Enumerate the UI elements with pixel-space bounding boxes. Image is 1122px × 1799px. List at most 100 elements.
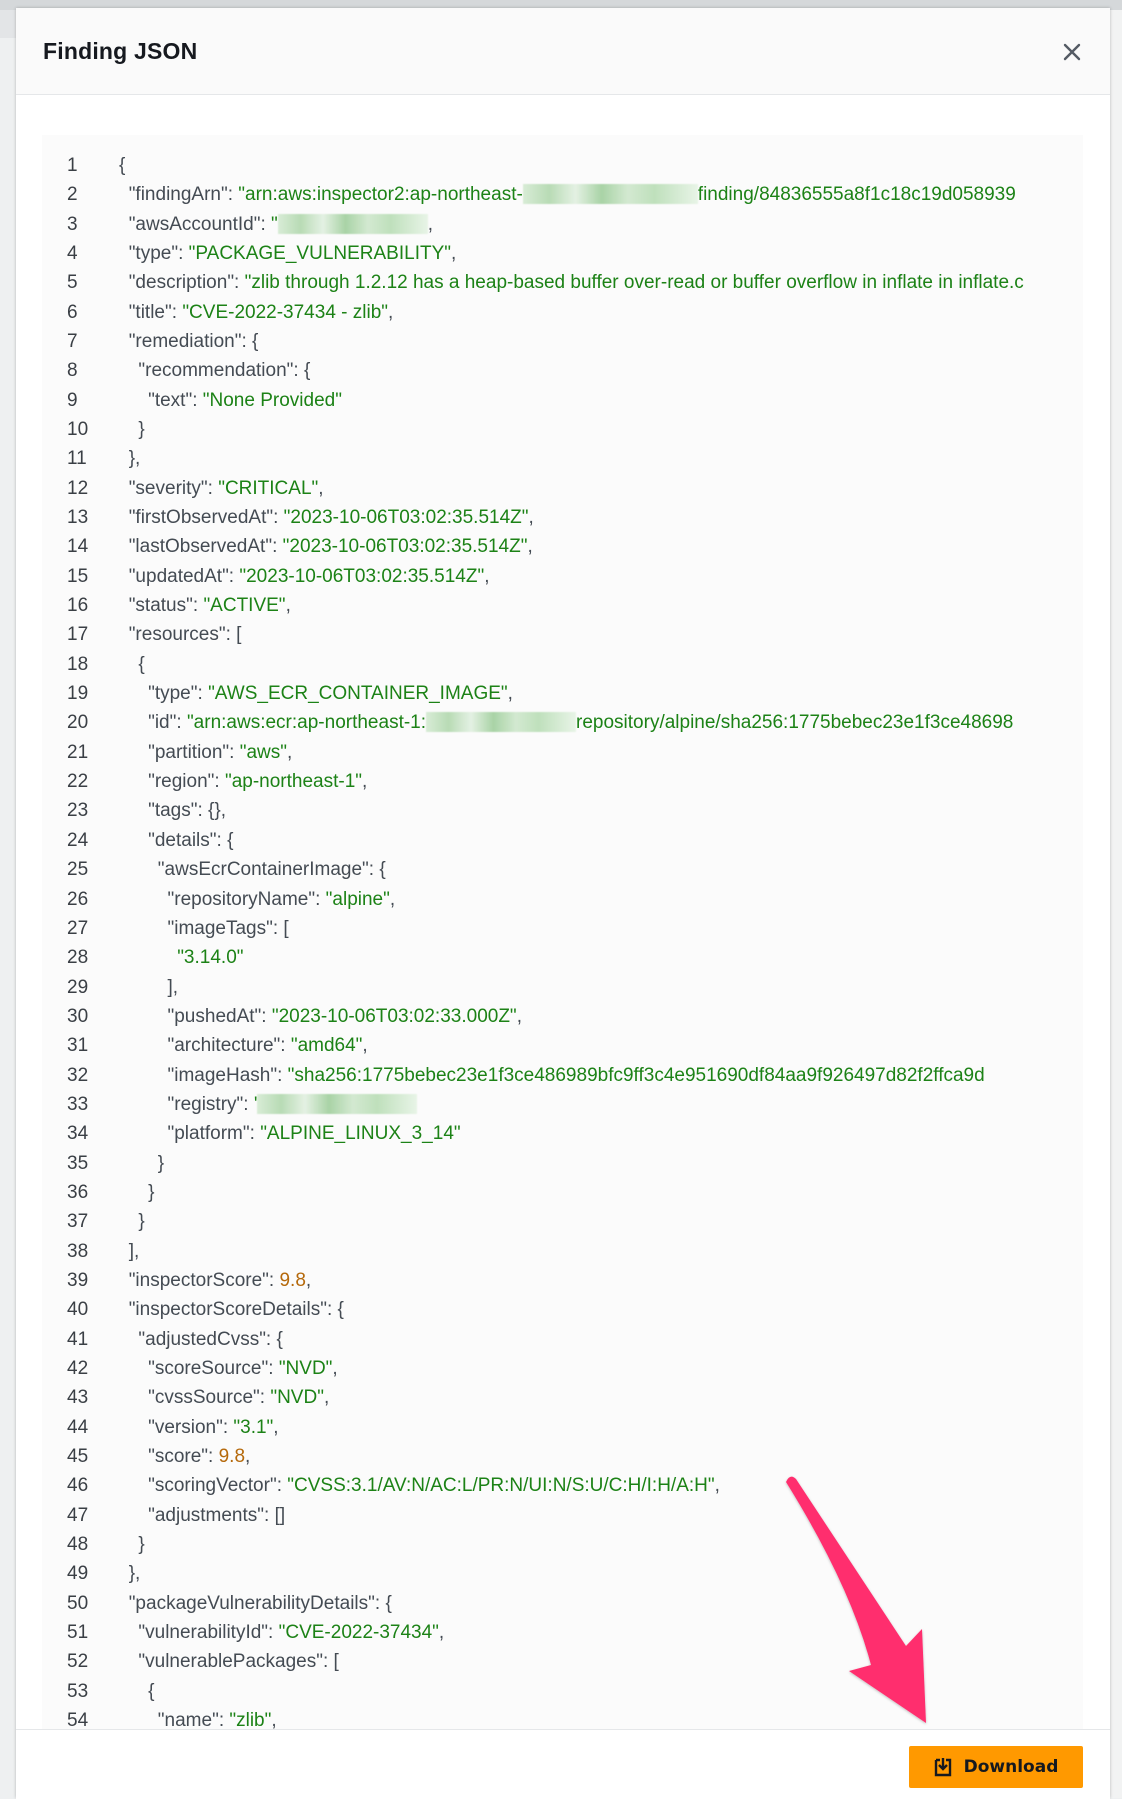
code-line: 50 "packageVulnerabilityDetails": { <box>42 1589 1083 1618</box>
json-key: "awsAccountId": <box>128 213 272 235</box>
json-key: "updatedAt": <box>128 565 240 587</box>
json-string: "amd64" <box>290 1035 363 1057</box>
code-line: 25"awsEcrContainerImage": { <box>42 855 1083 884</box>
line-number: 33 <box>67 1093 89 1115</box>
line-number: 34 <box>67 1123 89 1145</box>
code-line: 43"cvssSource": "NVD", <box>42 1383 1083 1412</box>
json-string: "sha256:1775bebec23e1f3ce486989bfc9ff3c4… <box>287 1064 985 1086</box>
code-content: "id": "arn:aws:ecr:ap-northeast-1:reposi… <box>148 708 1013 737</box>
line-number: 36 <box>67 1181 89 1203</box>
code-line: 27"imageTags": [ <box>42 914 1083 943</box>
json-key: "inspectorScore": <box>128 1269 280 1291</box>
code-line: 5"description": "zlib through 1.2.12 has… <box>42 268 1083 297</box>
code-line: 36} <box>42 1178 1083 1207</box>
code-content: "type": "PACKAGE_VULNERABILITY", <box>129 239 457 268</box>
code-line: 7"remediation": { <box>42 327 1083 356</box>
code-line: 29], <box>42 973 1083 1002</box>
code-line: 3"awsAccountId": ", <box>42 210 1083 239</box>
code-line: 42"scoreSource": "NVD", <box>42 1354 1083 1383</box>
download-button[interactable]: Download <box>909 1746 1083 1788</box>
json-string: ' <box>253 1093 258 1115</box>
line-number: 54 <box>67 1710 89 1729</box>
json-punctuation: } <box>157 1152 165 1174</box>
json-punctuation: , <box>318 477 324 499</box>
code-content: "tags": {}, <box>148 796 226 825</box>
json-key: "region": <box>148 771 225 793</box>
json-string: "ACTIVE" <box>203 595 286 617</box>
code-content: "scoreSource": "NVD", <box>148 1354 338 1383</box>
code-line: 49}, <box>42 1559 1083 1588</box>
code-content: "architecture": "amd64", <box>168 1031 368 1060</box>
code-content: "title": "CVE-2022-37434 - zlib", <box>129 298 394 327</box>
line-number: 15 <box>67 565 89 587</box>
json-key: "findingArn": <box>128 184 239 206</box>
code-content: "adjustedCvss": { <box>138 1325 282 1354</box>
line-number: 21 <box>67 741 89 763</box>
code-content: "packageVulnerabilityDetails": { <box>129 1589 392 1618</box>
json-string: "2023-10-06T03:02:35.514Z" <box>283 507 529 529</box>
code-content: "name": "zlib", <box>158 1706 277 1729</box>
code-content: } <box>138 1530 144 1559</box>
json-key: "score": <box>148 1445 219 1467</box>
json-string: "zlib through 1.2.12 has a heap-based bu… <box>244 272 1024 294</box>
code-line: 8"recommendation": { <box>42 356 1083 385</box>
line-number: 27 <box>67 917 89 939</box>
json-code-viewer[interactable]: 1{2"findingArn": "arn:aws:inspector2:ap-… <box>42 135 1083 1729</box>
code-line: 9"text": "None Provided" <box>42 386 1083 415</box>
code-line: 13"firstObservedAt": "2023-10-06T03:02:3… <box>42 503 1083 532</box>
code-content: "severity": "CRITICAL", <box>129 474 324 503</box>
json-punctuation: ], <box>167 976 179 998</box>
json-key: "text": <box>148 389 203 411</box>
json-string: "ALPINE_LINUX_3_14" <box>260 1123 461 1145</box>
code-content: "vulnerabilityId": "CVE-2022-37434", <box>138 1618 444 1647</box>
line-number: 50 <box>67 1592 89 1614</box>
json-key: "status": <box>128 595 204 617</box>
line-number: 44 <box>67 1416 89 1438</box>
code-line: 16"status": "ACTIVE", <box>42 591 1083 620</box>
line-number: 18 <box>67 653 89 675</box>
code-line: 17"resources": [ <box>42 620 1083 649</box>
line-number: 6 <box>67 301 78 323</box>
json-punctuation: , <box>285 595 291 617</box>
code-content: "details": { <box>148 826 233 855</box>
json-string: "ap-northeast-1" <box>224 771 363 793</box>
json-punctuation: } <box>148 1181 155 1203</box>
code-content: { <box>148 1677 154 1706</box>
redacted-value <box>522 184 698 205</box>
line-number: 10 <box>67 419 89 441</box>
line-number: 11 <box>67 448 87 470</box>
json-punctuation: , <box>388 301 394 323</box>
code-line: 18 { <box>42 650 1083 679</box>
code-content: { <box>138 650 144 679</box>
code-line: 53{ <box>42 1677 1083 1706</box>
json-key: "registry": <box>167 1093 254 1115</box>
code-line: 12"severity": "CRITICAL", <box>42 474 1083 503</box>
code-line: 38], <box>42 1237 1083 1266</box>
code-content: "imageHash": "sha256:1775bebec23e1f3ce48… <box>168 1061 985 1090</box>
code-content: } <box>138 415 144 444</box>
code-line: 19"type": "AWS_ECR_CONTAINER_IMAGE", <box>42 679 1083 708</box>
json-punctuation: { <box>138 653 145 675</box>
code-content: }, <box>129 444 141 473</box>
code-content: "text": "None Provided" <box>148 386 342 415</box>
json-key: "cvssSource": <box>148 1387 271 1409</box>
code-content: "version": "3.1", <box>148 1413 278 1442</box>
json-string: finding/84836555a8f1c18c19d058939 <box>697 184 1016 206</box>
json-key: "adjustedCvss": { <box>138 1328 283 1350</box>
json-key: "name": <box>157 1710 230 1729</box>
code-line: 6 "title": "CVE-2022-37434 - zlib", <box>42 298 1083 327</box>
code-line: 11}, <box>42 444 1083 473</box>
line-number: 28 <box>67 947 89 969</box>
code-content: "awsAccountId": ", <box>129 210 433 239</box>
line-number: 52 <box>67 1651 89 1673</box>
close-button[interactable] <box>1056 36 1088 68</box>
code-line: 23"tags": {}, <box>42 796 1083 825</box>
background-page-edge <box>1110 10 1122 1798</box>
json-key: "id": <box>148 712 187 734</box>
json-string: repository/alpine/sha256:1775bebec23e1f3… <box>576 712 1014 734</box>
code-content: "description": "zlib through 1.2.12 has … <box>129 268 1024 297</box>
code-content: "registry": ' <box>168 1090 418 1119</box>
json-key: "awsEcrContainerImage": { <box>157 859 386 881</box>
json-string: "CVE-2022-37434 - zlib" <box>182 301 389 323</box>
json-punctuation: , <box>287 741 293 763</box>
